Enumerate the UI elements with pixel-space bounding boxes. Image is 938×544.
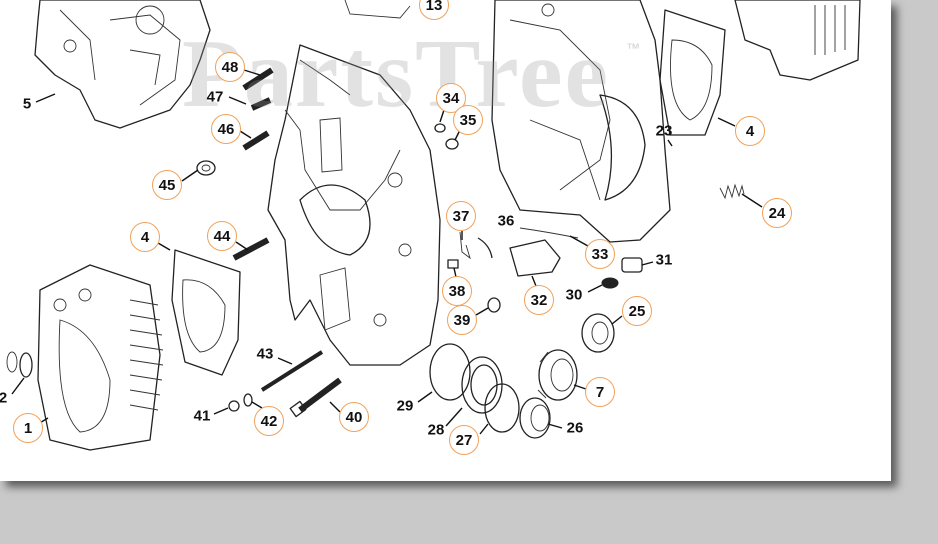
- callout-c43[interactable]: 43: [256, 345, 274, 363]
- leader-lines: [11, 69, 763, 435]
- callout-c13[interactable]: 13: [419, 0, 449, 20]
- clip-37[interactable]: [459, 231, 471, 260]
- seal-25[interactable]: [581, 313, 615, 353]
- callout-c40[interactable]: 40: [339, 402, 369, 432]
- oring-34[interactable]: [434, 123, 446, 133]
- callout-c30[interactable]: 30: [565, 286, 583, 304]
- bearing-housing-7[interactable]: [537, 349, 578, 401]
- gasket-4-right[interactable]: [659, 9, 726, 136]
- ring-2[interactable]: [6, 351, 33, 378]
- callout-c1[interactable]: 1: [13, 413, 43, 443]
- callout-c5[interactable]: 5: [22, 95, 32, 113]
- watermark-trademark: ™: [626, 40, 640, 56]
- stud-48[interactable]: [242, 67, 274, 91]
- dowel-47[interactable]: [250, 97, 272, 111]
- callout-c37[interactable]: 37: [446, 201, 476, 231]
- callout-c46[interactable]: 46: [211, 114, 241, 144]
- nut-41[interactable]: [228, 400, 240, 412]
- ring-27[interactable]: [484, 383, 520, 433]
- sleeve-26[interactable]: [519, 397, 551, 439]
- callout-c24[interactable]: 24: [762, 198, 792, 228]
- callout-c48[interactable]: 48: [215, 52, 245, 82]
- hose-33[interactable]: [519, 227, 579, 239]
- callout-c39[interactable]: 39: [447, 305, 477, 335]
- callout-c38[interactable]: 38: [442, 276, 472, 306]
- gasket-4-left[interactable]: [171, 249, 241, 376]
- crankcase-half-right[interactable]: [491, 0, 671, 243]
- stud-43[interactable]: [260, 350, 324, 392]
- washer-42[interactable]: [243, 393, 253, 407]
- cylinder-top-right[interactable]: [734, 0, 861, 81]
- plug-45[interactable]: [196, 160, 216, 176]
- tube-36[interactable]: [477, 237, 493, 259]
- callout-c4a[interactable]: 4: [735, 116, 765, 146]
- crankcase-half-top-left[interactable]: [34, 0, 211, 129]
- cylinder-1[interactable]: [37, 264, 164, 451]
- crankcase-main[interactable]: [267, 44, 441, 366]
- plug-31[interactable]: [621, 257, 643, 273]
- callout-c25[interactable]: 25: [622, 296, 652, 326]
- fitting-38[interactable]: [447, 259, 459, 269]
- callout-c26[interactable]: 26: [566, 419, 584, 437]
- exploded-parts-diagram: [6, 0, 861, 451]
- stud-46[interactable]: [242, 130, 270, 151]
- callout-c31[interactable]: 31: [655, 251, 673, 269]
- callout-c29[interactable]: 29: [396, 397, 414, 415]
- spring-24[interactable]: [719, 183, 745, 200]
- callout-c4b[interactable]: 4: [130, 222, 160, 252]
- callout-c44[interactable]: 44: [207, 221, 237, 251]
- gasket-fragment-13[interactable]: [344, 0, 411, 19]
- filter-30[interactable]: [601, 277, 619, 289]
- callout-c32[interactable]: 32: [524, 285, 554, 315]
- callout-c28[interactable]: 28: [427, 421, 445, 439]
- stud-44[interactable]: [232, 237, 270, 261]
- gasket-29[interactable]: [429, 343, 471, 401]
- plug-35[interactable]: [445, 138, 459, 150]
- callout-c47[interactable]: 47: [206, 88, 224, 106]
- callout-c7[interactable]: 7: [585, 377, 615, 407]
- callout-c35[interactable]: 35: [453, 105, 483, 135]
- callout-c23[interactable]: 23: [655, 122, 673, 140]
- callout-c41[interactable]: 41: [193, 407, 211, 425]
- callout-c36[interactable]: 36: [497, 212, 515, 230]
- callout-c33[interactable]: 33: [585, 239, 615, 269]
- breather-32[interactable]: [509, 239, 561, 277]
- callout-c45[interactable]: 45: [152, 170, 182, 200]
- callout-c42[interactable]: 42: [254, 406, 284, 436]
- callout-c27[interactable]: 27: [449, 425, 479, 455]
- callout-c2[interactable]: 2: [0, 389, 8, 407]
- plug-39[interactable]: [487, 297, 501, 313]
- bolt-40[interactable]: [289, 377, 342, 418]
